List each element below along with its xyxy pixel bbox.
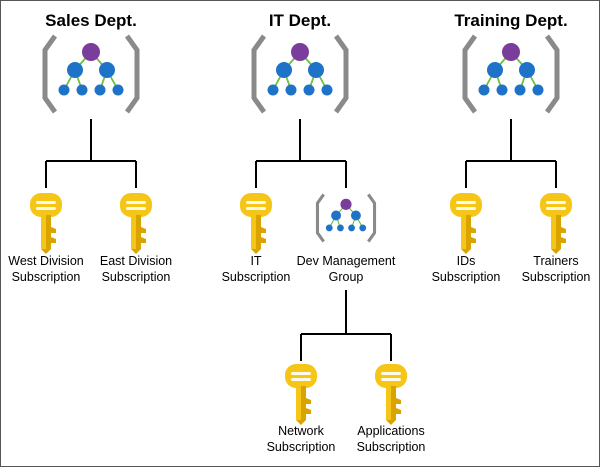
dept-title-training: Training Dept. — [454, 11, 568, 30]
subscription-key-icon — [285, 364, 317, 425]
subscription-key-icon — [120, 193, 152, 254]
dept-title-it: IT Dept. — [268, 11, 332, 30]
dept-title-sales: Sales Dept. — [45, 11, 137, 30]
management-group-icon — [45, 36, 137, 112]
management-group-icon — [315, 192, 377, 244]
subscription-key-icon — [30, 193, 62, 254]
subscription-key-icon — [540, 193, 572, 254]
management-group-icon — [465, 36, 557, 112]
subscription-key-icon — [375, 364, 407, 425]
subscription-key-icon — [240, 193, 272, 254]
management-group-icon — [254, 36, 346, 112]
tree-connectors — [45, 119, 557, 361]
subscription-key-icon — [450, 193, 482, 254]
